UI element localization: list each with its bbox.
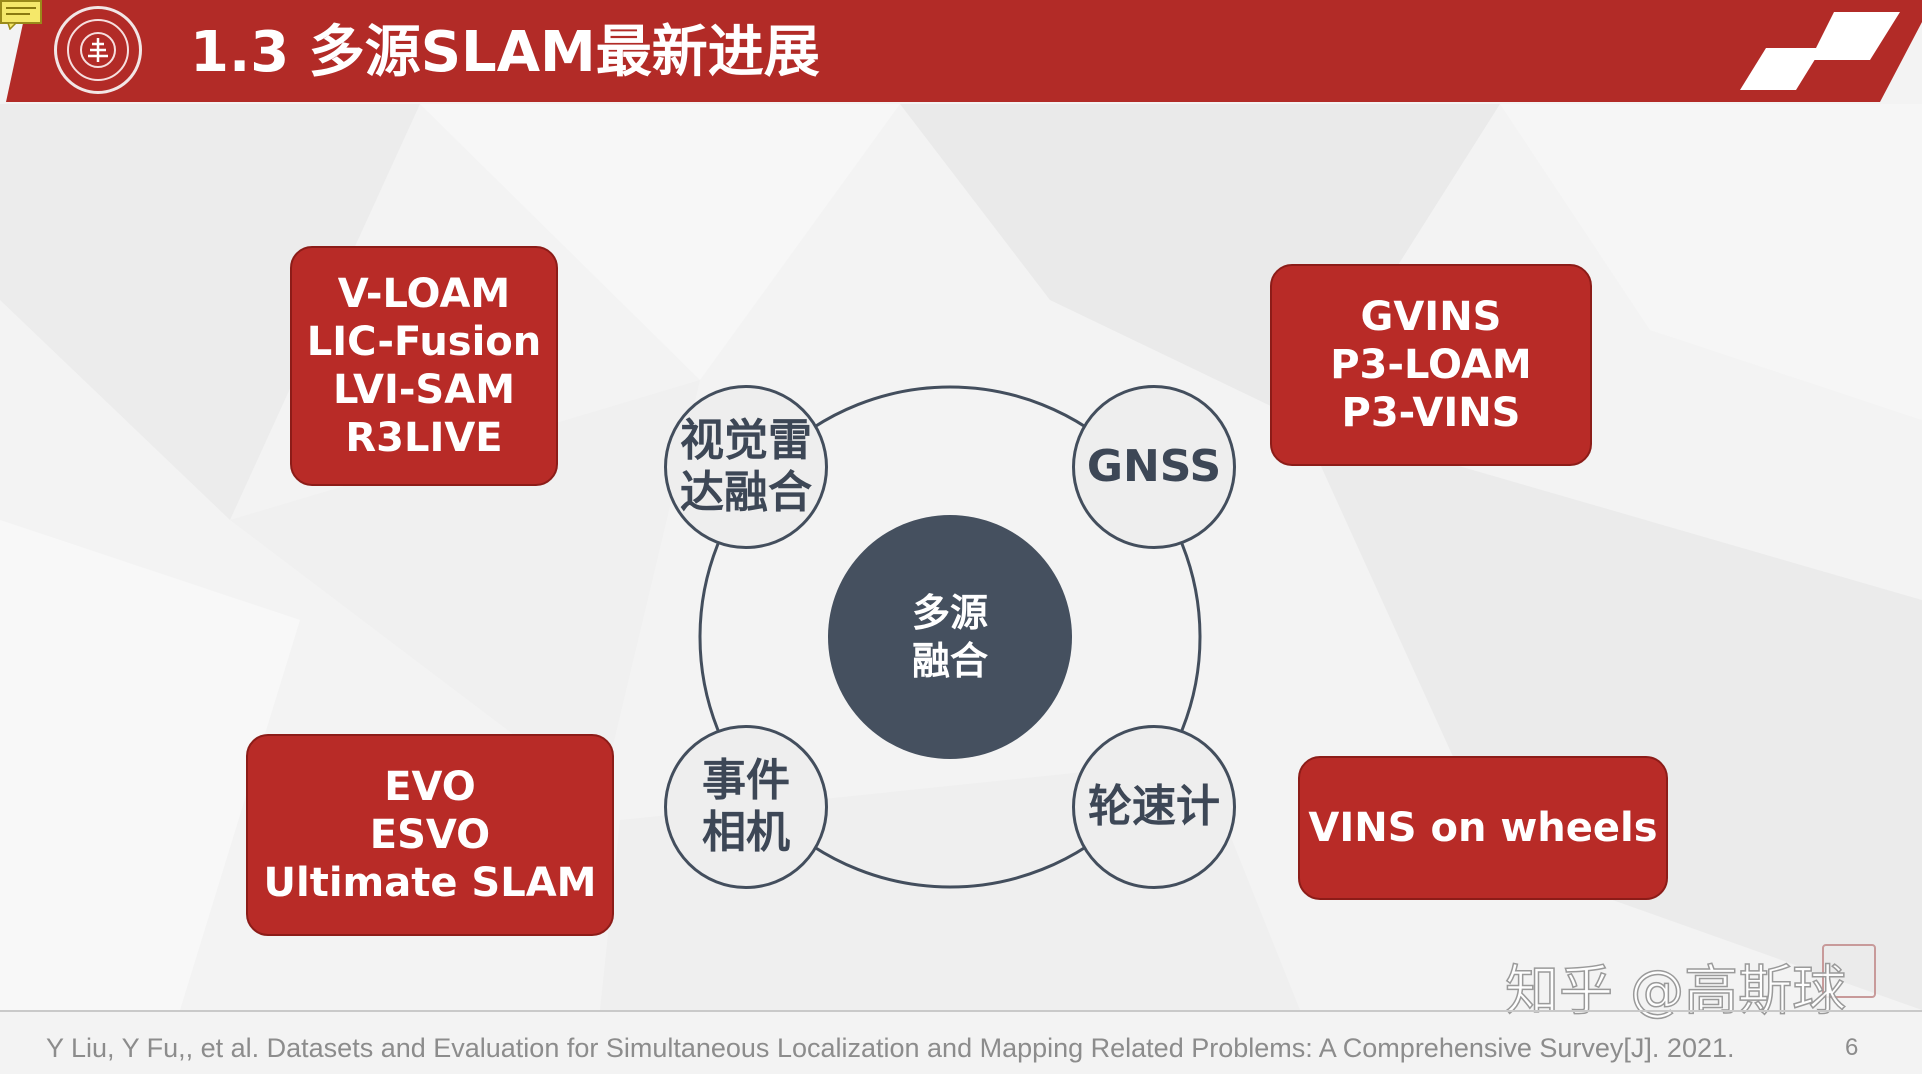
node-gnss: GNSS: [1072, 385, 1236, 549]
method-item: GVINS: [1360, 294, 1502, 340]
method-item: P3-VINS: [1341, 390, 1521, 436]
node-event-camera: 事件 相机: [664, 725, 828, 889]
method-item: LVI-SAM: [333, 367, 515, 413]
method-item: LIC-Fusion: [306, 319, 542, 365]
box-event-camera-methods: EVO ESVO Ultimate SLAM: [246, 734, 614, 936]
stripe-deco-icon: [1740, 12, 1900, 90]
box-visual-lidar-methods: V-LOAM LIC-Fusion LVI-SAM R3LIVE: [290, 246, 558, 486]
method-item: VINS on wheels: [1308, 805, 1658, 851]
node-visual-lidar-label: 视觉雷 达融合: [680, 415, 812, 518]
seal-emblem-icon: [80, 32, 116, 68]
node-visual-lidar-fusion: 视觉雷 达融合: [664, 385, 828, 549]
method-item: P3-LOAM: [1330, 342, 1532, 388]
node-wheel-odometer: 轮速计: [1072, 725, 1236, 889]
box-gnss-methods: GVINS P3-LOAM P3-VINS: [1270, 264, 1592, 466]
comment-note-icon[interactable]: [0, 0, 44, 30]
citation-text: Y Liu, Y Fu,, et al. Datasets and Evalua…: [46, 1033, 1735, 1063]
footer-divider: [0, 1010, 1922, 1012]
node-gnss-label: GNSS: [1086, 441, 1222, 492]
box-wheel-odometer-methods: VINS on wheels: [1298, 756, 1668, 900]
header-bar: [6, 0, 1922, 102]
method-item: EVO: [384, 764, 476, 810]
method-item: R3LIVE: [345, 415, 503, 461]
page-number: 6: [1845, 1034, 1859, 1061]
university-seal-icon: [54, 6, 142, 94]
watermark-text: 知乎 @高斯球: [1504, 958, 1847, 1023]
center-node-multisource-fusion: 多源 融合: [828, 515, 1072, 759]
node-wheel-odometer-label: 轮速计: [1088, 781, 1220, 832]
method-item: Ultimate SLAM: [263, 860, 597, 906]
node-event-camera-label: 事件 相机: [702, 755, 790, 858]
slide-title: 1.3 多源SLAM最新进展: [190, 20, 820, 85]
stamp-mark: [1822, 944, 1876, 998]
method-item: ESVO: [369, 812, 491, 858]
method-item: V-LOAM: [337, 271, 511, 317]
